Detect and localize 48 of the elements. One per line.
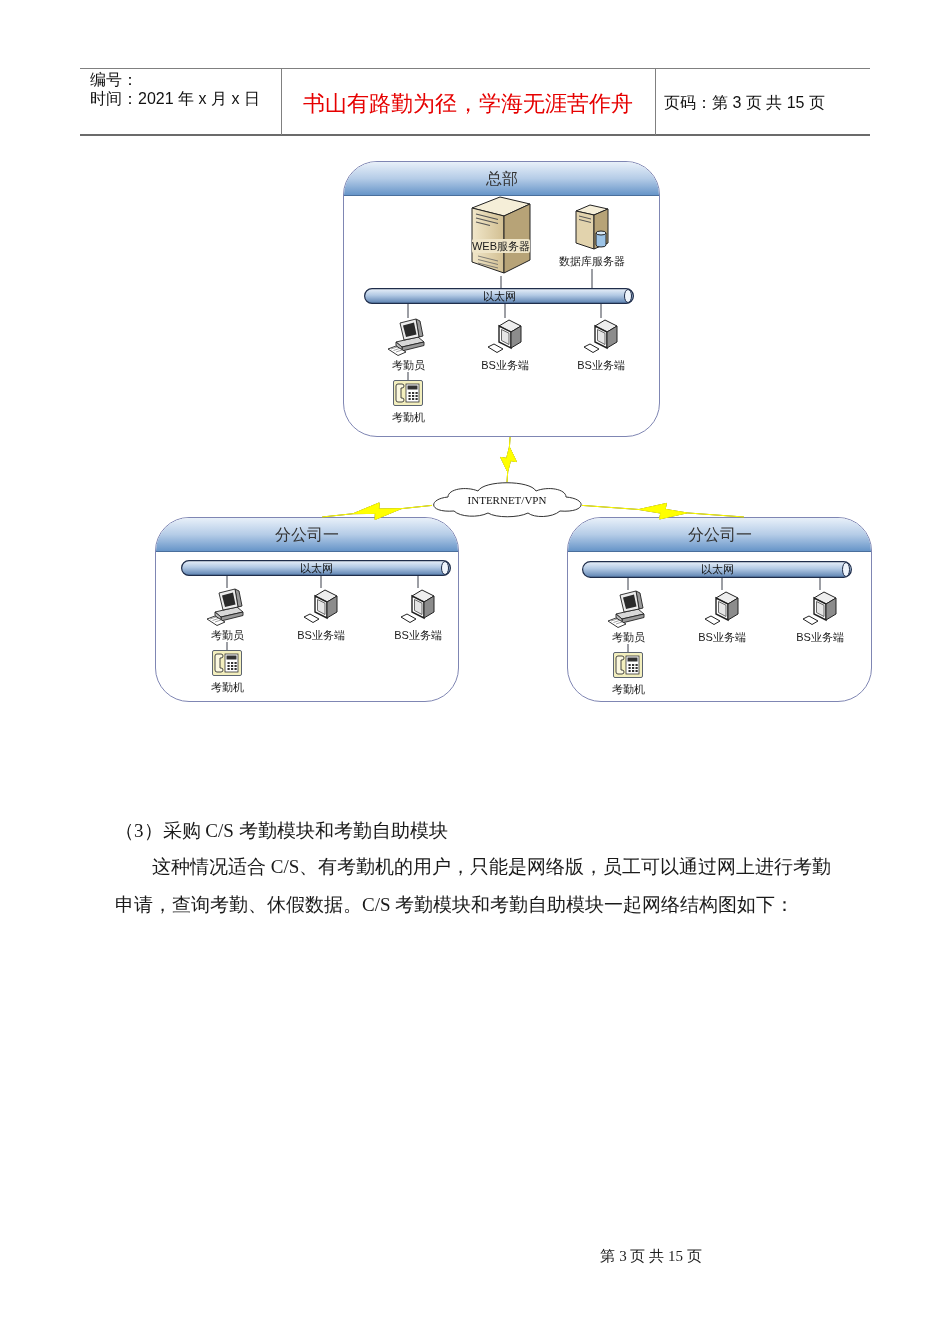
device-label: BS业务端 [796, 630, 844, 644]
network-link [500, 275, 502, 289]
bus-label: 以太网 [482, 289, 516, 303]
site-panel [155, 517, 459, 702]
network-link [721, 577, 723, 591]
panel-title: 总部 [485, 168, 518, 189]
date-label: 时间：2021 年 x 月 x 日 [90, 89, 260, 109]
network-link [407, 303, 409, 319]
network-link [627, 643, 629, 653]
page-footer: 第 3 页 共 15 页 [600, 1246, 702, 1266]
bus-label: 以太网 [299, 561, 333, 575]
cloud-label: INTERNET/VPN [467, 493, 547, 507]
device-label: 考勤员 [210, 628, 244, 642]
section-heading: （3）采购 C/S 考勤模块和考勤自助模块 [115, 819, 448, 843]
document-number-label: 编号： [90, 70, 138, 90]
wireless-link [581, 502, 745, 520]
device-label: 考勤员 [391, 358, 425, 372]
network-link [600, 303, 602, 319]
device-label: 考勤员 [611, 630, 645, 644]
device-label: BS业务端 [577, 358, 625, 372]
device-label: BS业务端 [394, 628, 442, 642]
page-number-label: 页码：第 3 页 共 15 页 [664, 93, 825, 113]
site-panel [343, 161, 660, 437]
device-label: BS业务端 [698, 630, 746, 644]
network-link [591, 268, 593, 289]
wireless-link [321, 502, 433, 520]
network-link [226, 641, 228, 651]
site-panel [567, 517, 872, 702]
network-link [819, 577, 821, 591]
server-label: 数据库服务器 [559, 254, 625, 268]
bus-label: 以太网 [700, 563, 734, 576]
motto-text: 书山有路勤为径，学海无涯苦作舟 [303, 90, 633, 118]
device-label: 考勤机 [210, 680, 244, 694]
wireless-link [500, 436, 517, 483]
panel-title: 分公司一 [275, 524, 339, 545]
network-link [320, 575, 322, 589]
device-label: 考勤机 [391, 410, 425, 424]
server-label: WEB服务器 [471, 239, 531, 253]
body-paragraph: 这种情况适合 C/S、有考勤机的用户，只能是网络版，员工可以通过网上进行考勤申请，查询考勤、休假数据。C/S 考勤模块和考勤自助模块一起网络结构图如下： [115, 855, 833, 917]
device-label: BS业务端 [297, 628, 345, 642]
network-link [504, 303, 506, 319]
network-link [226, 575, 228, 589]
device-label: 考勤机 [611, 682, 645, 696]
device-label: BS业务端 [481, 358, 529, 372]
network-link [407, 371, 409, 381]
network-link [417, 575, 419, 589]
panel-title: 分公司一 [687, 524, 752, 545]
network-link [627, 577, 629, 591]
